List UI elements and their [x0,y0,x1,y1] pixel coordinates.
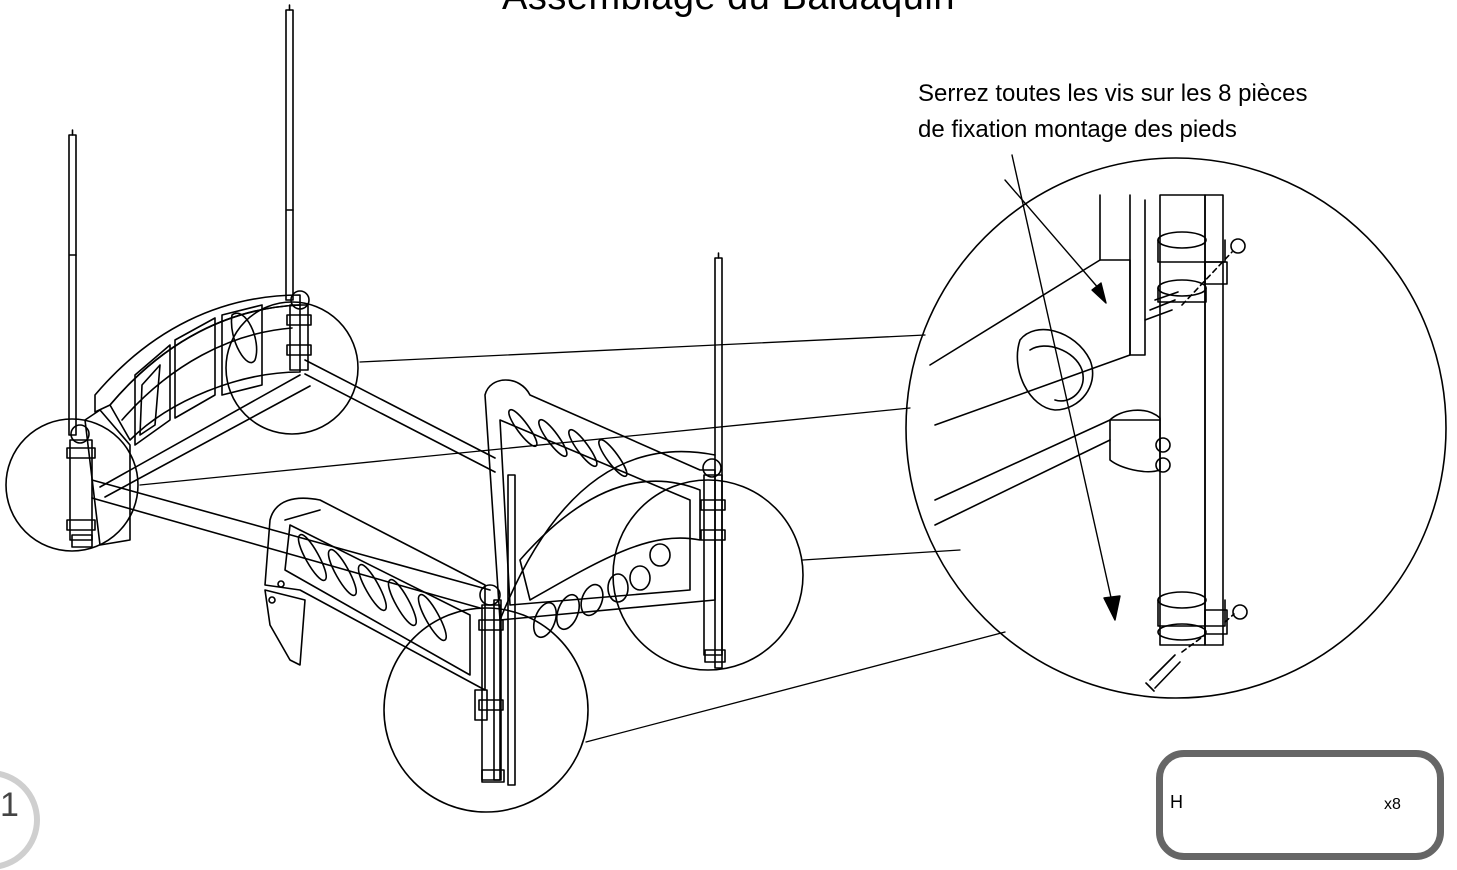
back-right-post [285,4,312,371]
hardware-quantity: x8 [1384,796,1401,813]
page-title: Assemblage du Baldaquin [0,0,1457,19]
instruction-line-2: de fixation montage des pieds [918,116,1237,143]
front-left-post [474,474,516,786]
slot-holes [297,534,448,641]
detail-circle-front-left [383,607,589,813]
footboard-right [484,379,716,639]
zoom-detail-circle [905,157,1447,699]
step-number: 1 [0,786,19,824]
top-slots [508,409,628,477]
front-right-post [700,252,726,669]
footboard-left [264,497,486,691]
pointer-arrows [1004,154,1121,621]
round-holes [532,543,671,639]
headboard [84,294,301,546]
side-rails [91,359,496,609]
zoom-detail-drawing [929,194,1248,692]
hardware-letter: H [1170,792,1183,812]
detail-circle-back-right [225,301,359,435]
detail-circle-front-right [612,479,804,671]
leader-lines [139,334,1006,743]
detail-circle-back-left [5,418,139,552]
instruction-line-1: Serrez toutes les vis sur les 8 pièces [918,80,1308,107]
instruction-text: Serrez toutes les vis sur les 8 pièces d… [918,76,1338,148]
back-left-post [66,129,96,548]
